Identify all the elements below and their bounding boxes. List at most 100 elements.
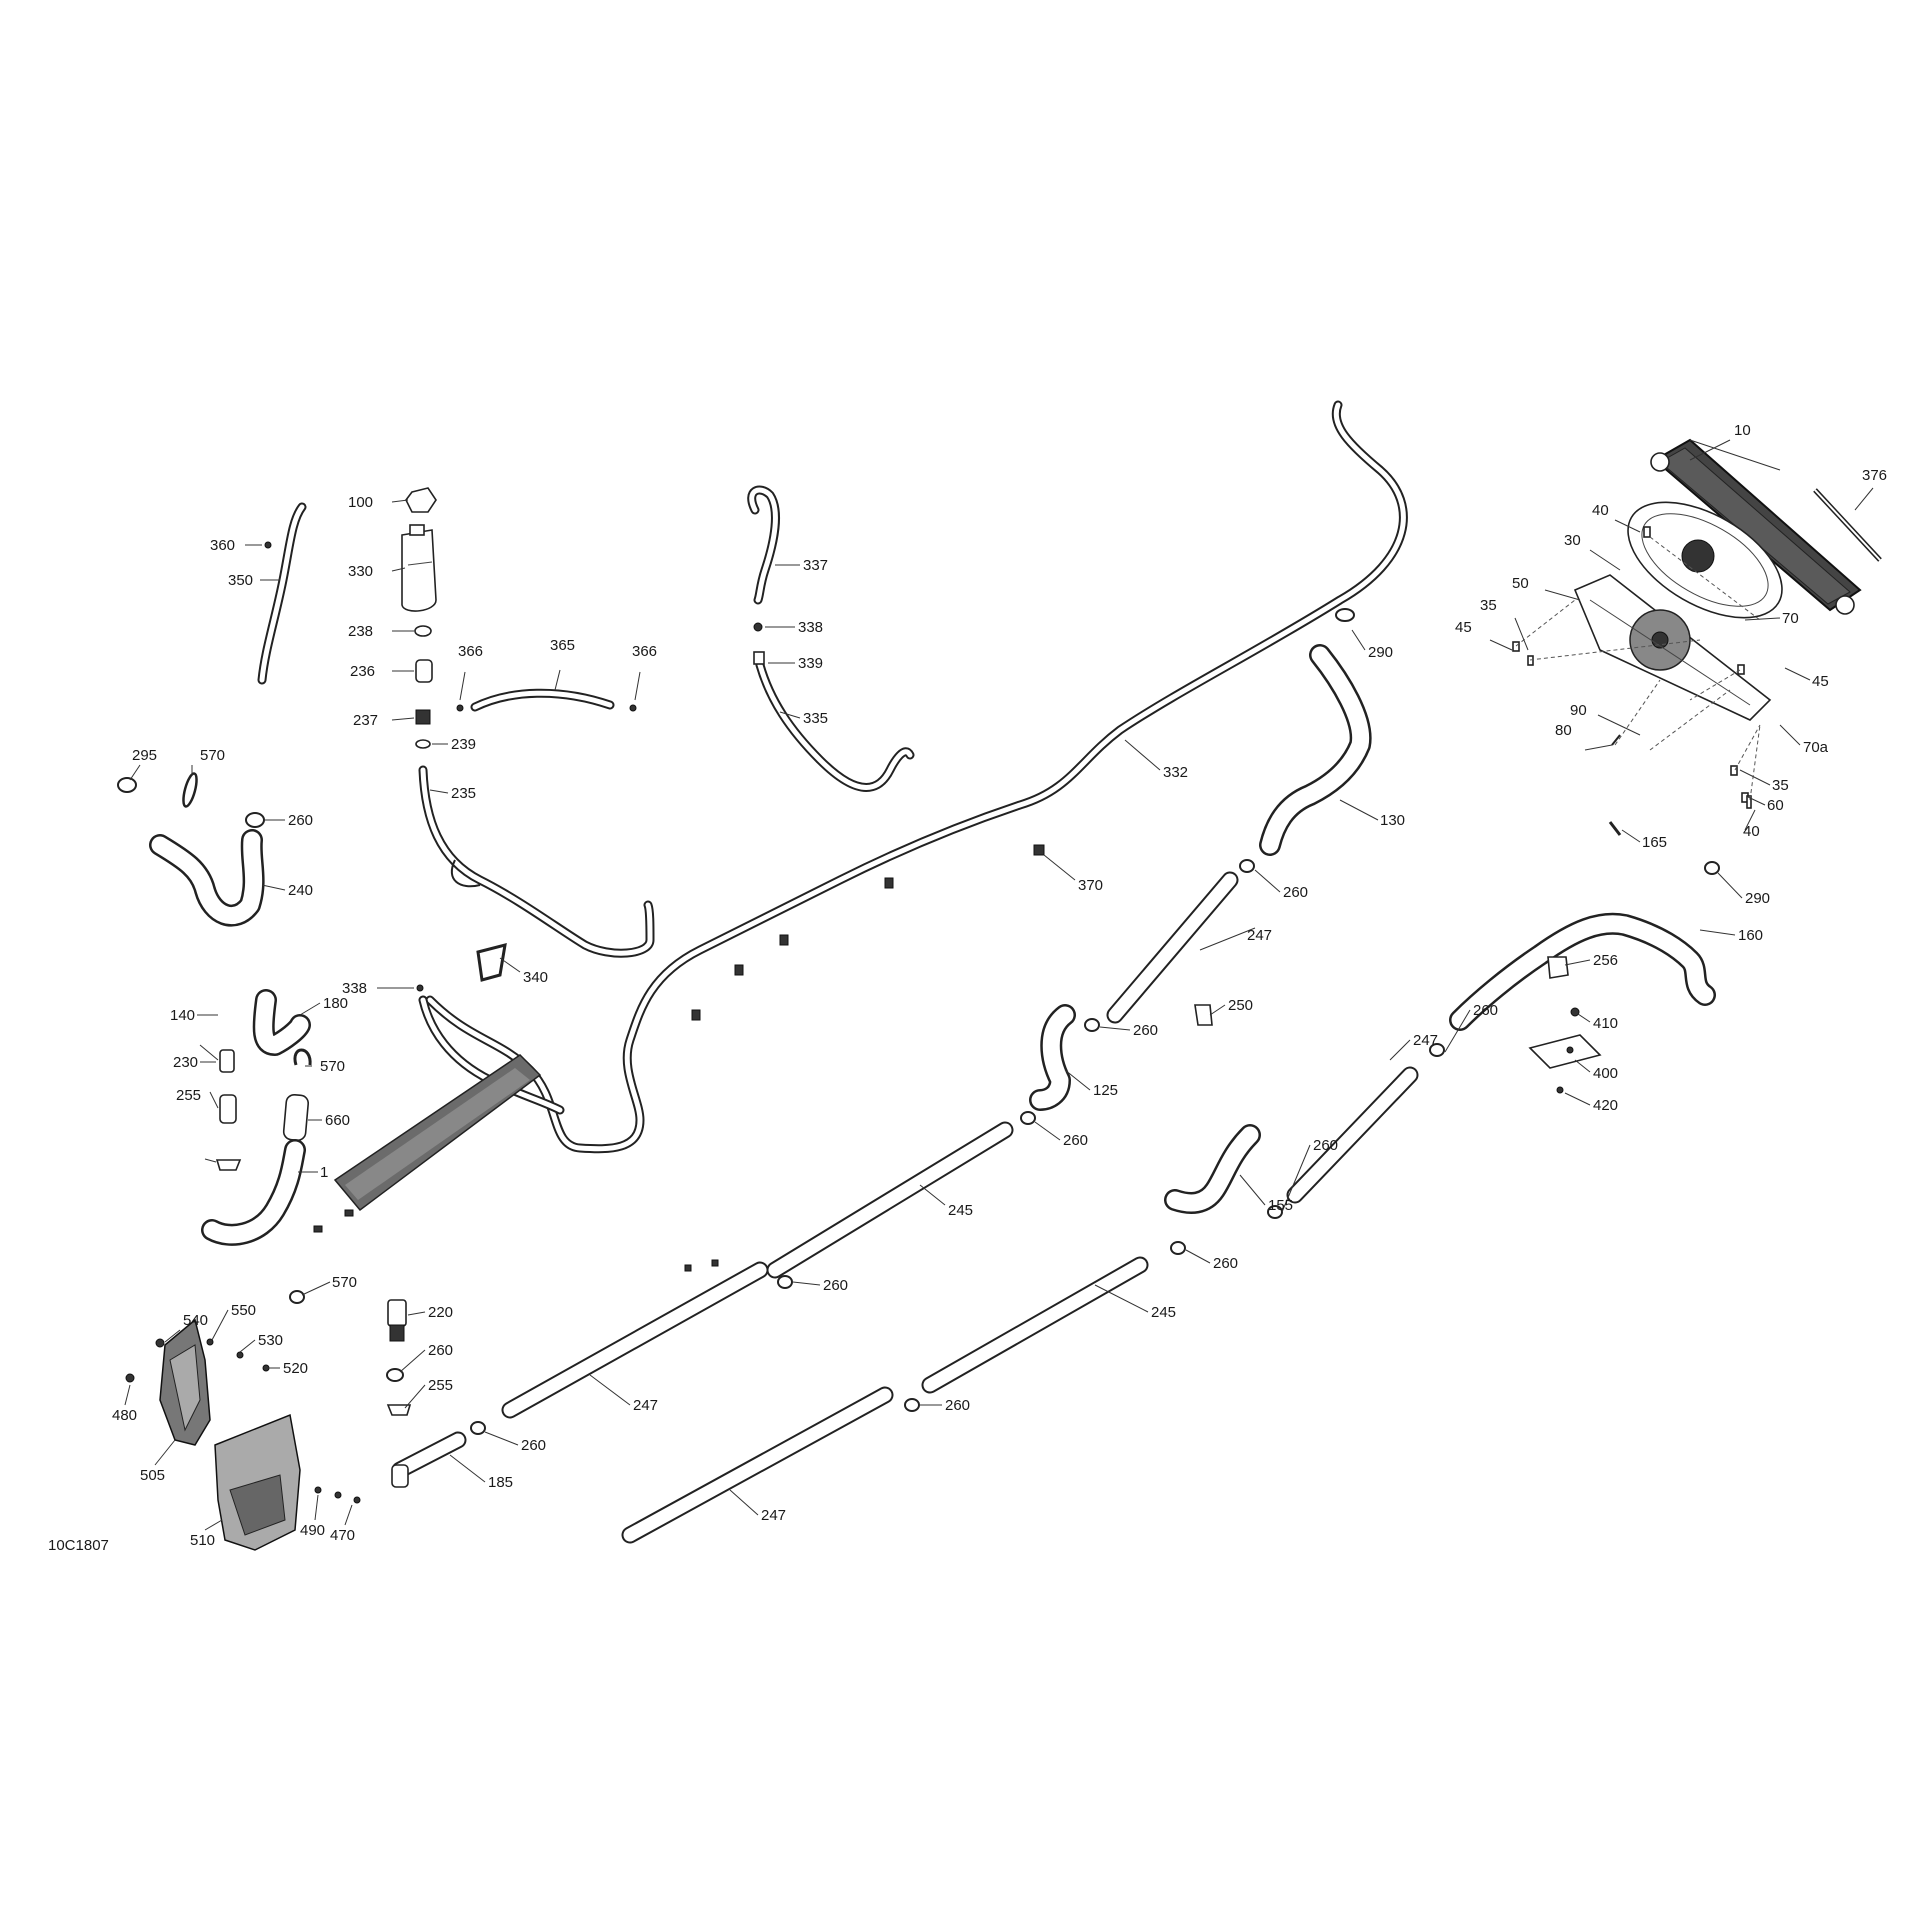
callout-540: 540 bbox=[183, 1312, 208, 1329]
hose-part-240 bbox=[149, 829, 265, 927]
callout-70: 70 bbox=[1782, 610, 1799, 627]
clamp-part-260-i bbox=[904, 1398, 920, 1412]
fan-bracket-part-70a bbox=[1573, 574, 1772, 721]
hose-part-180 bbox=[252, 989, 311, 1056]
callout-70a: 70a bbox=[1803, 739, 1829, 756]
callout-245-b: 245 bbox=[1151, 1304, 1176, 1321]
reservoir-part-330 bbox=[401, 524, 437, 612]
callout-130: 130 bbox=[1380, 812, 1405, 829]
callout-247-b: 247 bbox=[1413, 1032, 1438, 1049]
callout-550: 550 bbox=[231, 1302, 256, 1319]
callout-570-low: 570 bbox=[332, 1274, 357, 1291]
callout-180: 180 bbox=[323, 995, 348, 1012]
callout-10: 10 bbox=[1734, 422, 1751, 439]
callout-260-c: 260 bbox=[1133, 1022, 1158, 1039]
callout-260-i: 260 bbox=[945, 1397, 970, 1414]
callout-247-d: 247 bbox=[761, 1507, 786, 1524]
clamp-part-295 bbox=[117, 777, 137, 793]
clamp-part-260-g bbox=[1170, 1241, 1186, 1255]
hose-part-350 bbox=[257, 502, 307, 685]
callout-490: 490 bbox=[300, 1522, 325, 1539]
callout-100: 100 bbox=[348, 494, 373, 511]
callout-labels: 10 376 40 30 50 35 45 70 45 90 80 70a 35… bbox=[48, 422, 1887, 1554]
callout-220: 220 bbox=[428, 1304, 453, 1321]
callout-140: 140 bbox=[170, 1007, 195, 1024]
callout-260-j: 260 bbox=[428, 1342, 453, 1359]
fitting-part-230 bbox=[219, 1094, 237, 1124]
clamp-part-260-a bbox=[245, 812, 265, 828]
callout-247-c: 247 bbox=[633, 1397, 658, 1414]
callout-260-e: 260 bbox=[1473, 1002, 1498, 1019]
hose-part-570-a bbox=[182, 772, 198, 808]
fan-shroud-part-70 bbox=[1627, 501, 1783, 619]
callout-90: 90 bbox=[1570, 702, 1587, 719]
pipe-part-247-b bbox=[1286, 1066, 1419, 1204]
hose-part-570-b bbox=[293, 1048, 312, 1066]
callout-410: 410 bbox=[1593, 1015, 1618, 1032]
pipe-part-185 bbox=[391, 1431, 467, 1488]
callout-570-mid: 570 bbox=[320, 1058, 345, 1075]
callout-45-right: 45 bbox=[1812, 673, 1829, 690]
heat-exchanger-mesh bbox=[333, 1054, 542, 1212]
callout-260-left: 260 bbox=[288, 812, 313, 829]
bracket-part-400 bbox=[1528, 1007, 1602, 1094]
clamp-part-260-j bbox=[386, 1368, 404, 1382]
hose-part-337 bbox=[747, 485, 780, 605]
callout-60: 60 bbox=[1767, 797, 1784, 814]
clamp-part-260-d bbox=[1020, 1111, 1036, 1125]
callout-40: 40 bbox=[1592, 502, 1609, 519]
hose-part-125 bbox=[1029, 1004, 1076, 1111]
fastener-part-165 bbox=[1608, 821, 1622, 836]
callout-255-b: 255 bbox=[428, 1377, 453, 1394]
bracket-part-340 bbox=[476, 942, 507, 982]
leader-lines bbox=[124, 439, 1874, 1531]
callout-260-b: 260 bbox=[1283, 884, 1308, 901]
callout-240: 240 bbox=[288, 882, 313, 899]
callout-247-a: 247 bbox=[1247, 927, 1272, 944]
hose-part-332 bbox=[425, 400, 1408, 1154]
callout-376: 376 bbox=[1862, 467, 1887, 484]
pipe-part-245-b bbox=[921, 1256, 1149, 1394]
callout-360: 360 bbox=[210, 537, 235, 554]
reservoir-fittings bbox=[414, 625, 637, 749]
callout-230: 230 bbox=[173, 1054, 198, 1071]
callout-365: 365 bbox=[550, 637, 575, 654]
callout-235: 235 bbox=[451, 785, 476, 802]
pipe-part-247-a bbox=[1106, 871, 1239, 1024]
callout-330: 330 bbox=[348, 563, 373, 580]
pipe-part-245-a bbox=[766, 1121, 1014, 1279]
callout-260-g: 260 bbox=[1213, 1255, 1238, 1272]
callout-45: 45 bbox=[1455, 619, 1472, 636]
clamp-part-260-e bbox=[1429, 1043, 1445, 1057]
callout-338-left: 338 bbox=[342, 980, 367, 997]
callout-155: 155 bbox=[1268, 1197, 1293, 1214]
hose-part-365 bbox=[470, 688, 615, 712]
callout-260-f: 260 bbox=[1313, 1137, 1338, 1154]
clamp-part-290-a bbox=[1335, 608, 1355, 622]
small-hardware-lower-left bbox=[125, 1338, 361, 1504]
callout-80: 80 bbox=[1555, 722, 1572, 739]
callout-238: 238 bbox=[348, 623, 373, 640]
callout-530: 530 bbox=[258, 1332, 283, 1349]
callout-660: 660 bbox=[325, 1112, 350, 1129]
fitting-part-140 bbox=[219, 1049, 235, 1073]
clamp-part-570-c bbox=[289, 1290, 305, 1304]
hose-part-1 bbox=[201, 1139, 306, 1246]
callout-185: 185 bbox=[488, 1474, 513, 1491]
callout-520: 520 bbox=[283, 1360, 308, 1377]
callout-236: 236 bbox=[350, 663, 375, 680]
clamp-part-290-b bbox=[1704, 861, 1720, 875]
pipe-part-247-c bbox=[501, 1259, 769, 1419]
clip-part-256 bbox=[1547, 956, 1569, 979]
callout-470: 470 bbox=[330, 1527, 355, 1544]
callout-480: 480 bbox=[112, 1407, 137, 1424]
callout-35-right: 35 bbox=[1772, 777, 1789, 794]
cap-part-100 bbox=[405, 487, 437, 513]
callout-366: 366 bbox=[458, 643, 483, 660]
clip-part-370 bbox=[1033, 844, 1045, 856]
callout-260-h: 260 bbox=[823, 1277, 848, 1294]
callout-338: 338 bbox=[798, 619, 823, 636]
callout-570: 570 bbox=[200, 747, 225, 764]
pipe-part-247-d bbox=[621, 1386, 894, 1544]
